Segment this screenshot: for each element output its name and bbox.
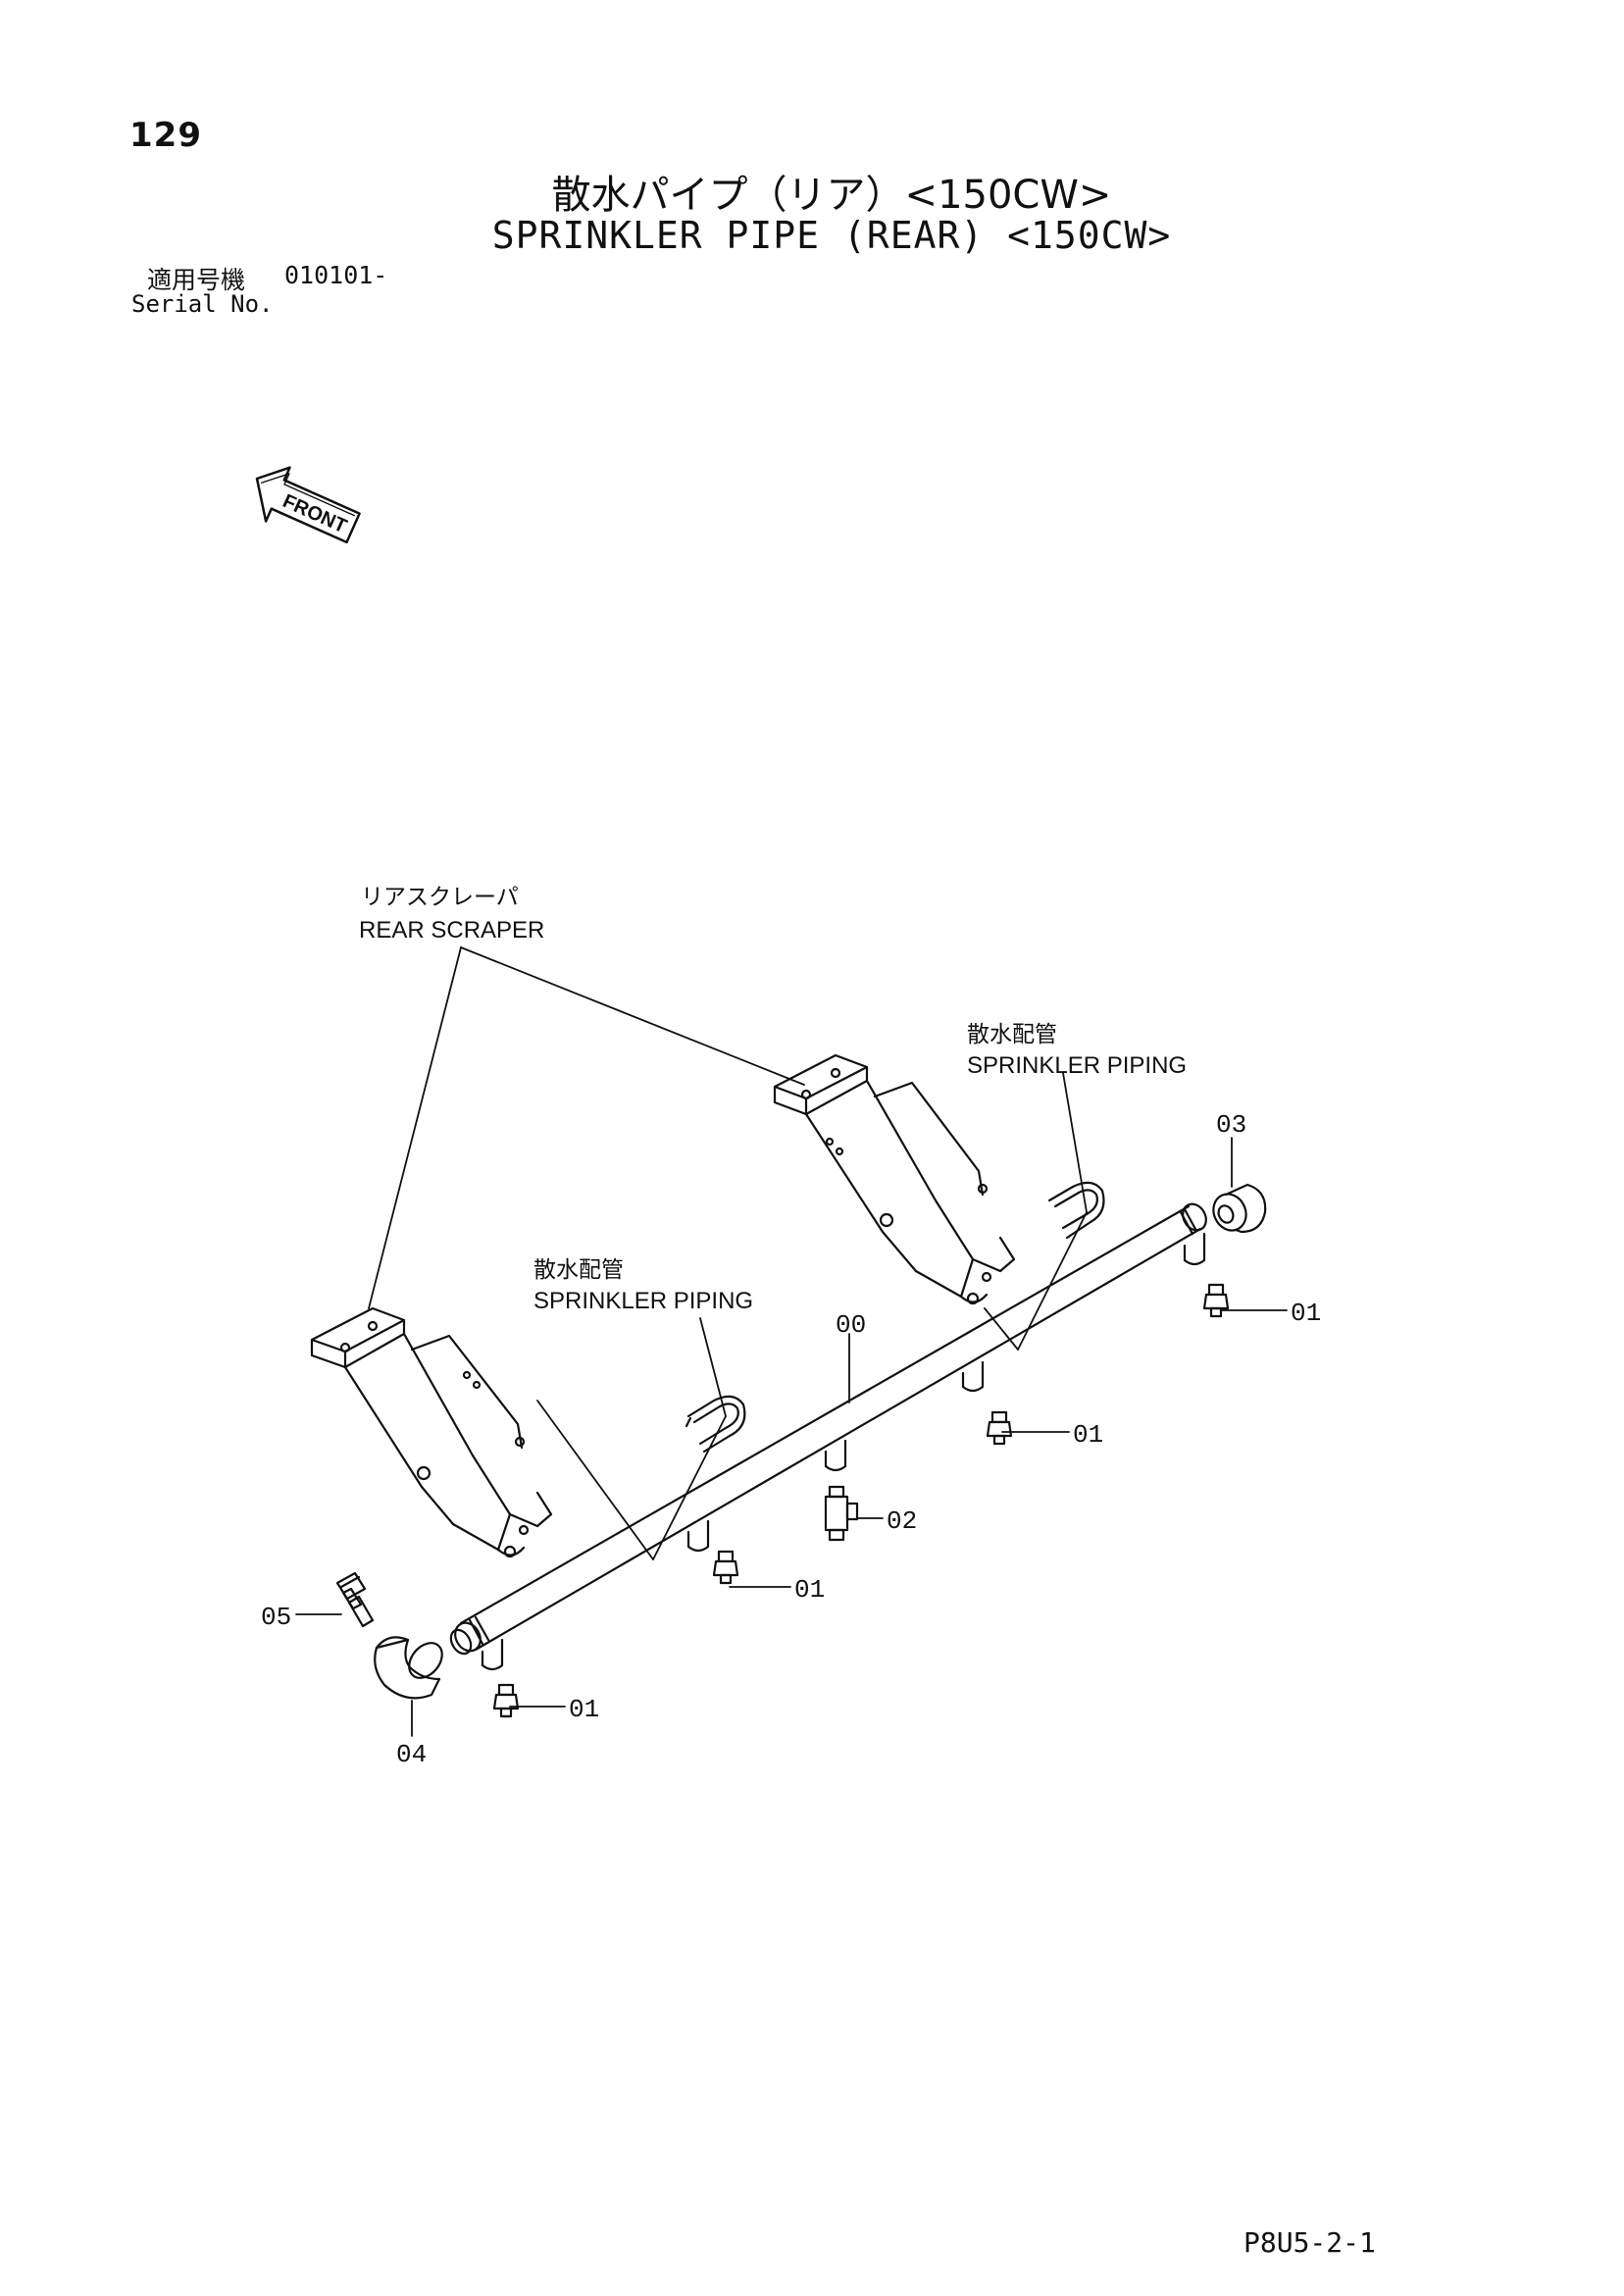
sprinkler-piping-left-label-jp: 散水配管 xyxy=(533,1257,624,1283)
u-bolt-right xyxy=(1047,1181,1105,1240)
rear-scraper-label-en: REAR SCRAPER xyxy=(359,917,544,944)
nipple-fitting-01 xyxy=(492,1683,520,1718)
part-number-00: 00 xyxy=(836,1310,866,1340)
nipple-fitting-01 xyxy=(712,1550,739,1585)
part-number-01: 01 xyxy=(569,1695,599,1724)
serial-label-english: Serial No. xyxy=(131,290,274,318)
part-number-01: 01 xyxy=(1073,1420,1103,1450)
page-title-japanese: 散水パイプ（リア）<150CW> xyxy=(551,173,1112,218)
sprinkler-piping-right-label-jp: 散水配管 xyxy=(967,1022,1057,1047)
cap-fitting-03 xyxy=(1212,1183,1267,1234)
nipple-fitting-01 xyxy=(986,1410,1013,1446)
part-number-05: 05 xyxy=(261,1603,291,1632)
part-number-03: 03 xyxy=(1216,1110,1246,1140)
rear-scraper-left xyxy=(310,1306,553,1558)
hose-nipple-05 xyxy=(335,1571,375,1628)
elbow-fitting-04 xyxy=(374,1636,443,1700)
tee-fitting-02 xyxy=(824,1485,859,1542)
sprinkler-piping-right-label-en: SPRINKLER PIPING xyxy=(967,1052,1187,1079)
page-title-english: SPRINKLER PIPE (REAR) <150CW> xyxy=(491,214,1172,257)
serial-label-japanese: 適用号機 xyxy=(147,266,246,294)
footer-drawing-code: P8U5-2-1 xyxy=(1243,2226,1376,2259)
page-number: 129 xyxy=(129,116,202,155)
part-number-01: 01 xyxy=(794,1575,825,1605)
serial-value: 010101- xyxy=(284,261,388,289)
rear-scraper-label-jp: リアスクレーパ xyxy=(361,885,519,910)
leader-lines xyxy=(295,946,1288,1737)
sprinkler-piping-left-label-en: SPRINKLER PIPING xyxy=(533,1288,753,1314)
u-bolt-left xyxy=(685,1395,746,1454)
nipple-fitting-01 xyxy=(1202,1283,1230,1318)
rear-scraper-right xyxy=(773,1053,1016,1305)
front-arrow-icon: FRONT xyxy=(255,466,361,544)
pipe-bosses xyxy=(481,1232,1206,1671)
sprinkler-pipe xyxy=(449,1202,1207,1656)
part-number-04: 04 xyxy=(396,1740,427,1769)
part-number-02: 02 xyxy=(887,1506,917,1536)
part-number-01: 01 xyxy=(1291,1299,1321,1328)
